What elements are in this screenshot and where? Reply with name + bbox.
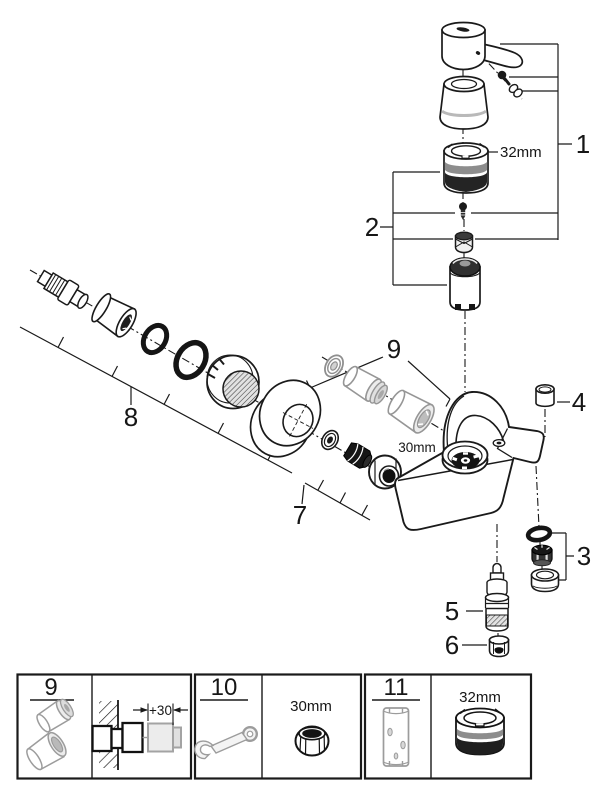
cartridge-screw <box>459 202 467 220</box>
collar-nut <box>206 354 260 410</box>
legend-box-check-valves: 9 <box>26 674 74 771</box>
legend-box-socket-tool: 11 <box>372 674 420 767</box>
legend-label-9: 9 <box>44 674 57 701</box>
valve-socket <box>387 389 435 434</box>
check-valve <box>342 365 388 405</box>
bracket-7 <box>301 479 371 521</box>
callout-3: 3 <box>577 541 591 571</box>
aerator-housing <box>530 568 560 593</box>
union-nut-30mm <box>368 454 402 490</box>
handle-screw <box>497 70 511 86</box>
seal-washer <box>324 354 344 378</box>
handle-nut <box>508 83 523 98</box>
legend-dim-32mm: 32mm <box>459 689 501 706</box>
legend-box-ring: 32mm <box>455 689 505 756</box>
escutcheon <box>249 379 322 458</box>
eccentric-adapter <box>91 293 137 338</box>
handle-skirt <box>439 75 489 130</box>
aerator-insert <box>531 544 553 567</box>
callout-2: 2 <box>365 212 379 242</box>
lever-handle <box>441 21 524 71</box>
o-ring-small <box>140 322 170 356</box>
bracket-3 <box>550 532 574 581</box>
non-return-valve <box>343 442 373 469</box>
ring-32mm-icon <box>455 707 505 756</box>
callout-4: 4 <box>572 387 586 417</box>
legend-dim-30mm: 30mm <box>290 698 332 715</box>
socket-tool-icon <box>382 707 410 767</box>
cartridge-nut <box>454 231 474 254</box>
callout-7: 7 <box>293 500 307 530</box>
callout-5: 5 <box>445 596 459 626</box>
cartridge <box>449 257 481 311</box>
aerator-o-ring <box>525 525 553 543</box>
extension-piece <box>147 722 174 753</box>
legend-dim-plus30: +30 <box>149 703 172 718</box>
bracket-9 <box>305 356 451 407</box>
dim-30mm: 30mm <box>398 440 436 455</box>
legend-box-nut: 30mm <box>290 698 332 757</box>
callout-6: 6 <box>445 630 459 660</box>
center-axes <box>29 51 546 638</box>
callout-9: 9 <box>387 334 401 364</box>
bracket-1 <box>500 43 572 240</box>
plug-cap <box>535 383 555 408</box>
legend-box-extension: +30 <box>91 700 188 770</box>
legend-strip: 9 <box>16 673 533 780</box>
legend-label-11: 11 <box>384 674 409 701</box>
faucet-body <box>394 391 545 531</box>
cartridge-flange-32mm <box>443 142 489 194</box>
callout-8: 8 <box>124 402 138 432</box>
bracket-2 <box>380 171 558 286</box>
legend-box-wrench: 10 <box>194 674 258 760</box>
handle-indicator-slot <box>456 27 470 32</box>
s-union-fitting <box>36 269 89 310</box>
wrench-icon <box>194 726 258 760</box>
callout-1: 1 <box>576 129 590 159</box>
check-valve-knob <box>488 635 510 658</box>
nut-30mm-icon <box>294 725 330 757</box>
dim-32mm: 32mm <box>500 144 542 161</box>
diverter-cartridge <box>484 562 510 632</box>
legend-label-10: 10 <box>211 674 238 701</box>
o-ring-large <box>173 339 209 381</box>
union-washer <box>320 429 340 451</box>
bracket-8 <box>19 326 293 474</box>
callout-lines <box>19 43 574 646</box>
